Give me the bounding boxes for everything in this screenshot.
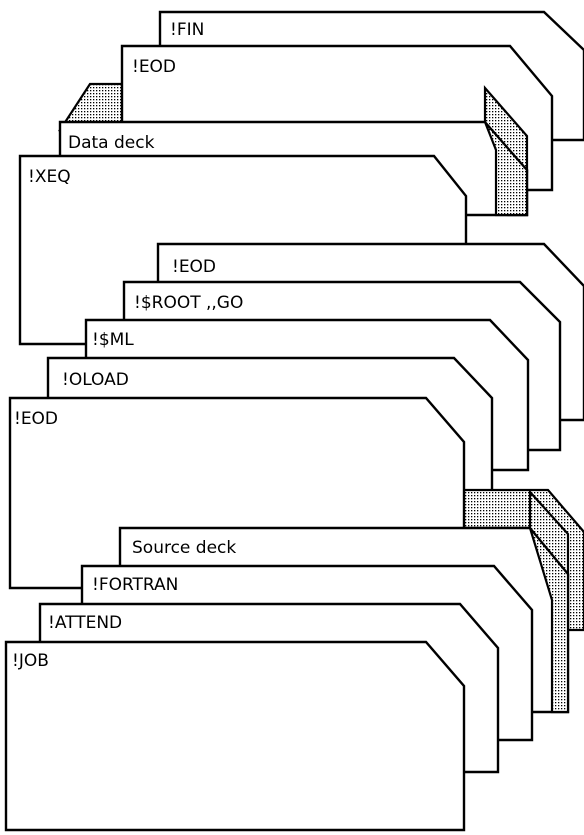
card-job: !JOB xyxy=(6,642,464,830)
card-eod-top-label: !EOD xyxy=(132,57,176,77)
card-oload-label: !OLOAD xyxy=(62,370,129,390)
card-fin-label: !FIN xyxy=(170,20,204,40)
card-fortran-label: !FORTRAN xyxy=(92,575,178,595)
card-root-go-label: !$ROOT ,,GO xyxy=(134,293,243,313)
card-attend-label: !ATTEND xyxy=(48,613,122,633)
card-eod-low-label: !EOD xyxy=(14,409,58,429)
card-data-deck-label: Data deck xyxy=(68,133,155,153)
card-source-deck-label: Source deck xyxy=(132,538,236,558)
card-sml-label: !$ML xyxy=(92,330,134,350)
card-job-label: !JOB xyxy=(12,651,49,671)
card-xeq-label: !XEQ xyxy=(28,167,71,187)
card-eod-mid-label: !EOD xyxy=(172,257,216,277)
